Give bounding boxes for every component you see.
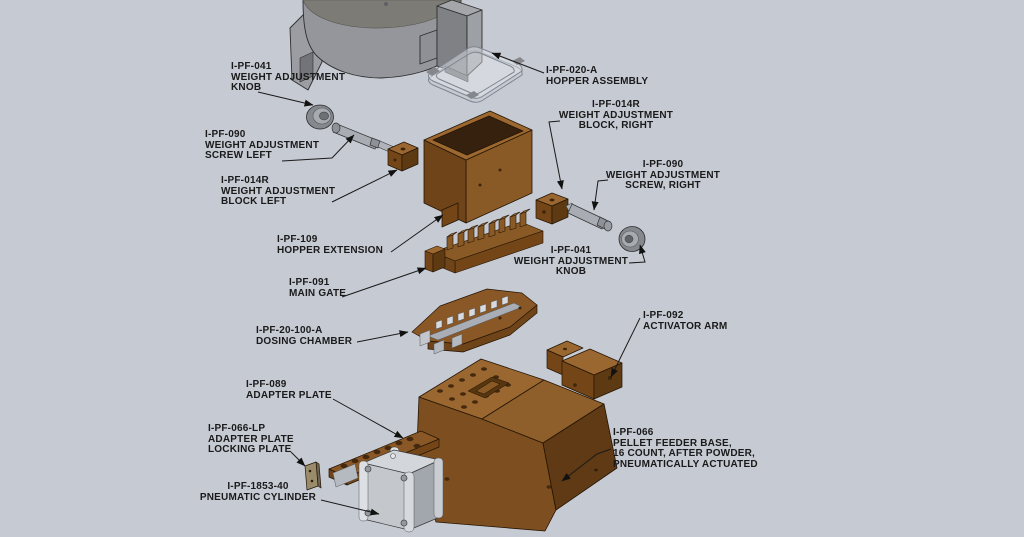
label-line: I-PF-092	[643, 310, 684, 321]
leader-hopper-extension	[390, 214, 444, 253]
label-line: WEIGHT ADJUSTMENT	[205, 139, 320, 151]
leader-weight-adjustment-block-left	[331, 169, 398, 203]
label-pneumatic-cylinder: I-PF-1853-40 PNEUMATIC CYLINDER	[197, 481, 319, 503]
label-weight-adjustment-screw-right: I-PF-090 WEIGHT ADJUSTMENT SCREW, RIGHT	[604, 159, 722, 192]
weight-adjustment-screw-right-model[interactable]	[565, 202, 613, 232]
label-line: 16 COUNT, AFTER POWDER,	[613, 448, 756, 459]
label-line: I-PF-109	[277, 234, 318, 245]
label-line: LOCKING PLATE	[208, 444, 292, 455]
pneumatic-cylinder-model[interactable]	[358, 446, 444, 533]
leader-weight-adjustment-knob-right	[628, 244, 646, 264]
label-line: I-PF-020-A	[546, 65, 598, 76]
label-line: I-PF-20-100-A	[256, 325, 323, 336]
leader-activator-arm	[610, 317, 641, 378]
leader-weight-adjustment-screw-left	[281, 134, 355, 162]
leader-pellet-feeder-base	[561, 448, 612, 482]
leader-weight-adjustment-block-right	[548, 120, 564, 190]
label-line: PELLET FEEDER BASE,	[613, 437, 732, 449]
label-dosing-chamber: I-PF-20-100-A DOSING CHAMBER	[256, 325, 353, 347]
label-line: WEIGHT ADJUSTMENT	[221, 185, 336, 197]
label-weight-adjustment-knob-right: I-PF-041 WEIGHT ADJUSTMENT KNOB	[510, 245, 632, 278]
label-line: I-PF-014R	[221, 175, 269, 186]
label-line: MAIN GATE	[289, 287, 347, 299]
hopper-extension-model[interactable]	[423, 110, 533, 228]
label-line: I-PF-014R	[592, 99, 640, 110]
label-line: WEIGHT ADJUSTMENT	[558, 109, 674, 121]
label-hopper-extension: I-PF-109 HOPPER EXTENSION	[277, 234, 383, 256]
label-main-gate: I-PF-091 MAIN GATE	[289, 277, 347, 299]
label-line: SCREW LEFT	[205, 150, 272, 161]
leader-weight-adjustment-screw-right	[591, 179, 609, 211]
label-weight-adjustment-block-right: I-PF-014R WEIGHT ADJUSTMENT BLOCK, RIGHT	[556, 99, 676, 132]
hopper-base-plate-model[interactable]	[426, 46, 525, 103]
weight-adjustment-block-right-model[interactable]	[535, 192, 569, 225]
main-gate-model[interactable]	[424, 208, 544, 274]
label-activator-arm: I-PF-092 ACTIVATOR ARM	[643, 310, 728, 332]
weight-adjustment-knob-right-model[interactable]	[618, 226, 646, 252]
weight-adjustment-knob-left-model[interactable]	[306, 104, 334, 130]
adapter-plate-locking-plate-model[interactable]	[304, 461, 322, 491]
label-line: I-PF-090	[642, 159, 684, 170]
leader-adapter-plate	[332, 398, 404, 439]
label-line: I-PF-041	[231, 61, 272, 72]
label-line: PNEUMATIC CYLINDER	[199, 491, 317, 503]
label-line: I-PF-091	[289, 277, 330, 288]
label-weight-adjustment-block-left: I-PF-014R WEIGHT ADJUSTMENT BLOCK LEFT	[221, 175, 336, 208]
label-weight-adjustment-knob-left: I-PF-041 WEIGHT ADJUSTMENT KNOB	[231, 61, 346, 94]
label-line: BLOCK, RIGHT	[578, 120, 654, 131]
label-line: I-PF-066	[613, 427, 654, 438]
leader-lines	[257, 52, 646, 516]
label-line: KNOB	[555, 266, 587, 277]
label-line: I-PF-1853-40	[227, 481, 289, 492]
label-line: DOSING CHAMBER	[256, 335, 353, 347]
label-line: I-PF-090	[205, 129, 246, 140]
weight-adjustment-block-left-model[interactable]	[387, 141, 419, 172]
label-line: HOPPER ASSEMBLY	[546, 75, 649, 87]
leader-adapter-plate-locking-plate	[290, 451, 306, 467]
label-line: BLOCK LEFT	[221, 196, 287, 207]
label-adapter-plate-locking-plate: I-PF-066-LP ADAPTER PLATE LOCKING PLATE	[208, 423, 294, 456]
leader-pneumatic-cylinder	[320, 499, 380, 516]
dosing-chamber-model[interactable]	[411, 288, 538, 355]
leader-hopper-assembly	[491, 52, 545, 74]
label-line: ADAPTER PLATE	[208, 433, 294, 445]
leader-weight-adjustment-knob-left	[257, 91, 314, 107]
label-weight-adjustment-screw-left: I-PF-090 WEIGHT ADJUSTMENT SCREW LEFT	[205, 129, 320, 162]
pellet-feeder-base-model[interactable]	[416, 358, 618, 532]
label-line: HOPPER EXTENSION	[277, 244, 383, 256]
label-line: ACTIVATOR ARM	[643, 320, 728, 332]
label-line: WEIGHT ADJUSTMENT	[605, 169, 721, 181]
label-hopper-assembly: I-PF-020-A HOPPER ASSEMBLY	[546, 65, 649, 87]
hopper-assembly-model[interactable]	[289, 0, 483, 91]
label-line: I-PF-041	[550, 245, 592, 256]
label-line: I-PF-066-LP	[208, 423, 266, 434]
label-line: WEIGHT ADJUSTMENT	[231, 71, 346, 83]
leader-dosing-chamber	[356, 330, 409, 343]
label-adapter-plate: I-PF-089 ADAPTER PLATE	[246, 379, 332, 401]
label-line: WEIGHT ADJUSTMENT	[513, 255, 629, 267]
leader-main-gate	[341, 267, 427, 298]
label-line: PNEUMATICALLY ACTUATED	[613, 458, 758, 470]
label-line: I-PF-089	[246, 379, 287, 390]
label-line: SCREW, RIGHT	[625, 180, 701, 191]
label-line: KNOB	[231, 82, 262, 93]
label-line: ADAPTER PLATE	[246, 389, 332, 401]
label-pellet-feeder-base: I-PF-066 PELLET FEEDER BASE, 16 COUNT, A…	[613, 427, 758, 470]
